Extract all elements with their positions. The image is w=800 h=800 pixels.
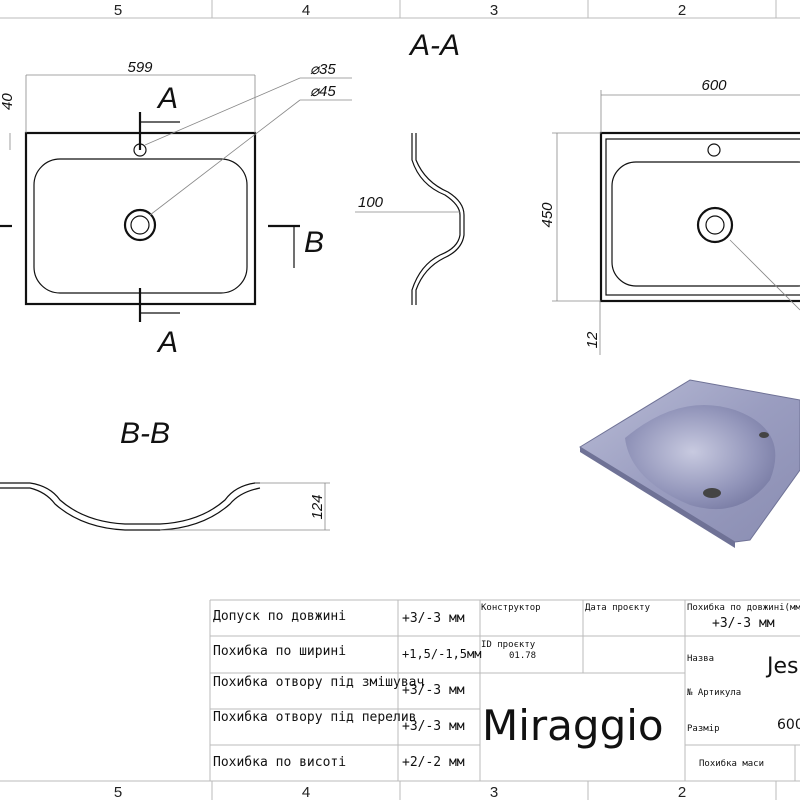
mass-tolerance-label: Похибка маси — [699, 758, 764, 769]
tolerance-value: +3/-3 мм — [402, 683, 465, 698]
zone-label: 2 — [678, 784, 686, 800]
tolerance-value: +1,5/-1,5мм — [402, 647, 481, 661]
size-value: 600 — [777, 717, 800, 733]
tolerance-value: +2/-2 мм — [402, 755, 465, 770]
dim-depth-bb: 124 — [309, 494, 326, 519]
dim-right-width: 600 — [701, 77, 727, 94]
dim-thickness: 12 — [584, 331, 601, 348]
length-tolerance-label: Похибка по довжині(мм) — [687, 602, 800, 613]
tolerance-value: +3/-3 мм — [402, 611, 465, 626]
tolerance-label: Допуск по довжині — [213, 609, 346, 624]
dim-width: 599 — [127, 59, 153, 76]
project-id: 01.78 — [509, 651, 536, 661]
tolerance-label: Похибка по ширині — [213, 644, 346, 659]
bottom-ruler: 5 4 3 2 — [0, 780, 800, 800]
sink-3d-render — [579, 379, 800, 548]
designer-label: Конструктор — [481, 603, 541, 613]
zone-label: 4 — [302, 784, 310, 800]
name-value: Jes — [765, 654, 799, 679]
size-label: Размір — [687, 724, 720, 734]
zone-label: 5 — [114, 784, 122, 800]
zone-label: 2 — [678, 2, 686, 19]
section-aa-title: A-A — [408, 29, 460, 62]
tolerance-table: Допуск по довжині +3/-3 мм Похибка по ши… — [213, 609, 481, 770]
tolerance-value: +3/-3 мм — [402, 719, 465, 734]
tolerance-label: Похибка отвору під змішувач — [213, 675, 424, 690]
product-info: Похибка по довжині(мм) +3/-3 мм Назва Je… — [686, 602, 800, 769]
tolerance-label: Похибка по висоті — [213, 755, 346, 770]
zone-label: 5 — [114, 2, 122, 19]
brand-logo: Miraggio — [482, 701, 664, 750]
name-label: Назва — [687, 654, 714, 664]
section-aa-view: 100 — [355, 133, 465, 305]
dim-hole-small: ⌀35 — [310, 61, 336, 78]
tolerance-label: Похибка отвору під перелив — [213, 710, 417, 725]
dim-depth-aa: 100 — [358, 194, 384, 211]
top-ruler: 5 4 3 2 — [0, 0, 800, 19]
project-date-label: Дата проєкту — [585, 603, 651, 613]
dim-right-height: 450 — [539, 202, 556, 228]
zone-label: 4 — [302, 2, 310, 19]
zone-label: 3 — [490, 784, 498, 800]
dim-hole-large: ⌀45 — [310, 83, 336, 100]
front-view: 600 450 12 — [539, 77, 800, 355]
cut-label-b: B — [304, 226, 324, 259]
article-label: № Артикула — [686, 688, 741, 698]
project-id-label: ID проєкту — [481, 640, 536, 650]
cut-label-a-bottom: A — [156, 326, 178, 359]
top-view: 599 ⌀35 ⌀45 40 A A B — [0, 59, 352, 359]
zone-label: 3 — [490, 2, 498, 19]
section-bb-title: B-B — [120, 417, 170, 450]
cut-label-a-top: A — [156, 82, 178, 115]
project-info: Конструктор Дата проєкту ID проєкту 01.7… — [481, 603, 664, 750]
dim-top-offset: 40 — [0, 93, 16, 110]
title-block-grid — [209, 599, 800, 781]
length-tolerance-value: +3/-3 мм — [712, 616, 775, 631]
section-bb-view: 124 — [0, 482, 330, 531]
